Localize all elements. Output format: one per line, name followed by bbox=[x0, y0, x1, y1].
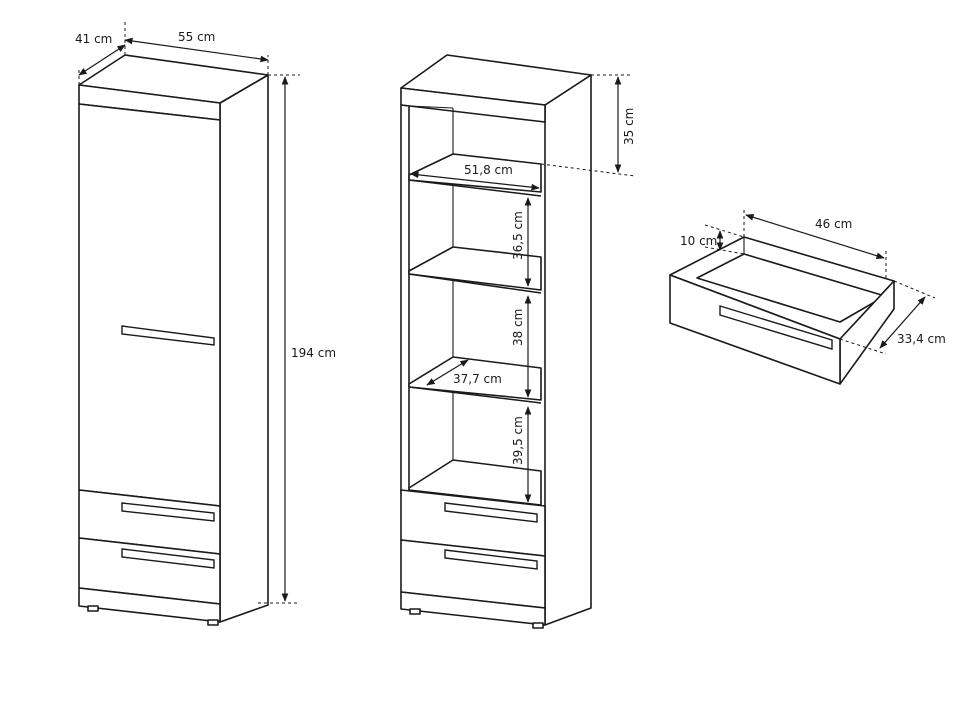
drawer-depth-extension-line bbox=[893, 280, 936, 299]
left-drawer-2-handle bbox=[121, 548, 215, 569]
left-cabinet-foot bbox=[87, 605, 99, 612]
drawer-handle bbox=[719, 305, 833, 350]
left-cabinet-door bbox=[78, 103, 221, 507]
top-section-label: 35 cm bbox=[622, 108, 636, 145]
top-section-extension-line bbox=[540, 163, 636, 177]
drawer-width-label: 46 cm bbox=[815, 217, 852, 231]
shelf-2 bbox=[408, 246, 542, 291]
middle-cabinet-foot bbox=[409, 608, 421, 615]
drawer-height-extension-line bbox=[704, 224, 745, 238]
shelf-gap-2-label: 38 cm bbox=[511, 309, 525, 346]
left-cabinet-plinth bbox=[78, 587, 221, 623]
left-depth-label: 41 cm bbox=[75, 32, 112, 46]
shelf-width-label: 51,8 cm bbox=[464, 163, 513, 177]
drawer-height-extension-line bbox=[704, 246, 745, 255]
left-cabinet: 41 cm 55 cm 194 cm bbox=[75, 22, 336, 626]
shelf-width-dimension-arrow bbox=[410, 171, 540, 191]
middle-cabinet-side bbox=[544, 74, 592, 626]
middle-cabinet-top-strip bbox=[400, 87, 546, 123]
bottom-shelf bbox=[408, 459, 542, 506]
left-door-handle bbox=[121, 325, 215, 346]
drawer-depth-extension-line bbox=[839, 338, 887, 355]
shelf-depth-arrow bbox=[426, 359, 469, 386]
shelf-depth-label: 37,7 cm bbox=[453, 372, 502, 386]
drawer-depth-label: 33,4 cm bbox=[897, 332, 946, 346]
drawer-front bbox=[669, 274, 841, 385]
depth-dimension-arrow bbox=[78, 44, 126, 76]
middle-drawer-2-handle bbox=[444, 549, 538, 570]
middle-drawer-1-handle bbox=[444, 502, 538, 523]
drawer-depth-arrow bbox=[879, 296, 926, 349]
left-height-label: 194 cm bbox=[291, 346, 336, 360]
left-width-label: 55 cm bbox=[178, 30, 215, 44]
left-cabinet-side bbox=[219, 74, 269, 623]
drawer-detail: 46 cm 10 cm 33,4 cm bbox=[669, 207, 946, 385]
shelf-gap-3-label: 39,5 cm bbox=[511, 416, 525, 465]
drawer-height-label: 10 cm bbox=[680, 234, 717, 248]
width-dimension-arrow bbox=[124, 37, 269, 63]
inner-top-edge bbox=[408, 105, 454, 109]
middle-cabinet-left-panel bbox=[400, 104, 410, 495]
shelf-gap-1-label: 36,5 cm bbox=[511, 211, 525, 260]
drawer-width-arrow bbox=[745, 214, 885, 259]
left-drawer-1-handle bbox=[121, 502, 215, 522]
left-cabinet-foot bbox=[207, 619, 219, 626]
middle-cabinet: 35 cm 51,8 cm 36,5 cm 38 cm 37,7 cm 39,5… bbox=[400, 54, 636, 629]
middle-cabinet-plinth bbox=[400, 591, 546, 626]
middle-cabinet-foot bbox=[532, 622, 544, 629]
